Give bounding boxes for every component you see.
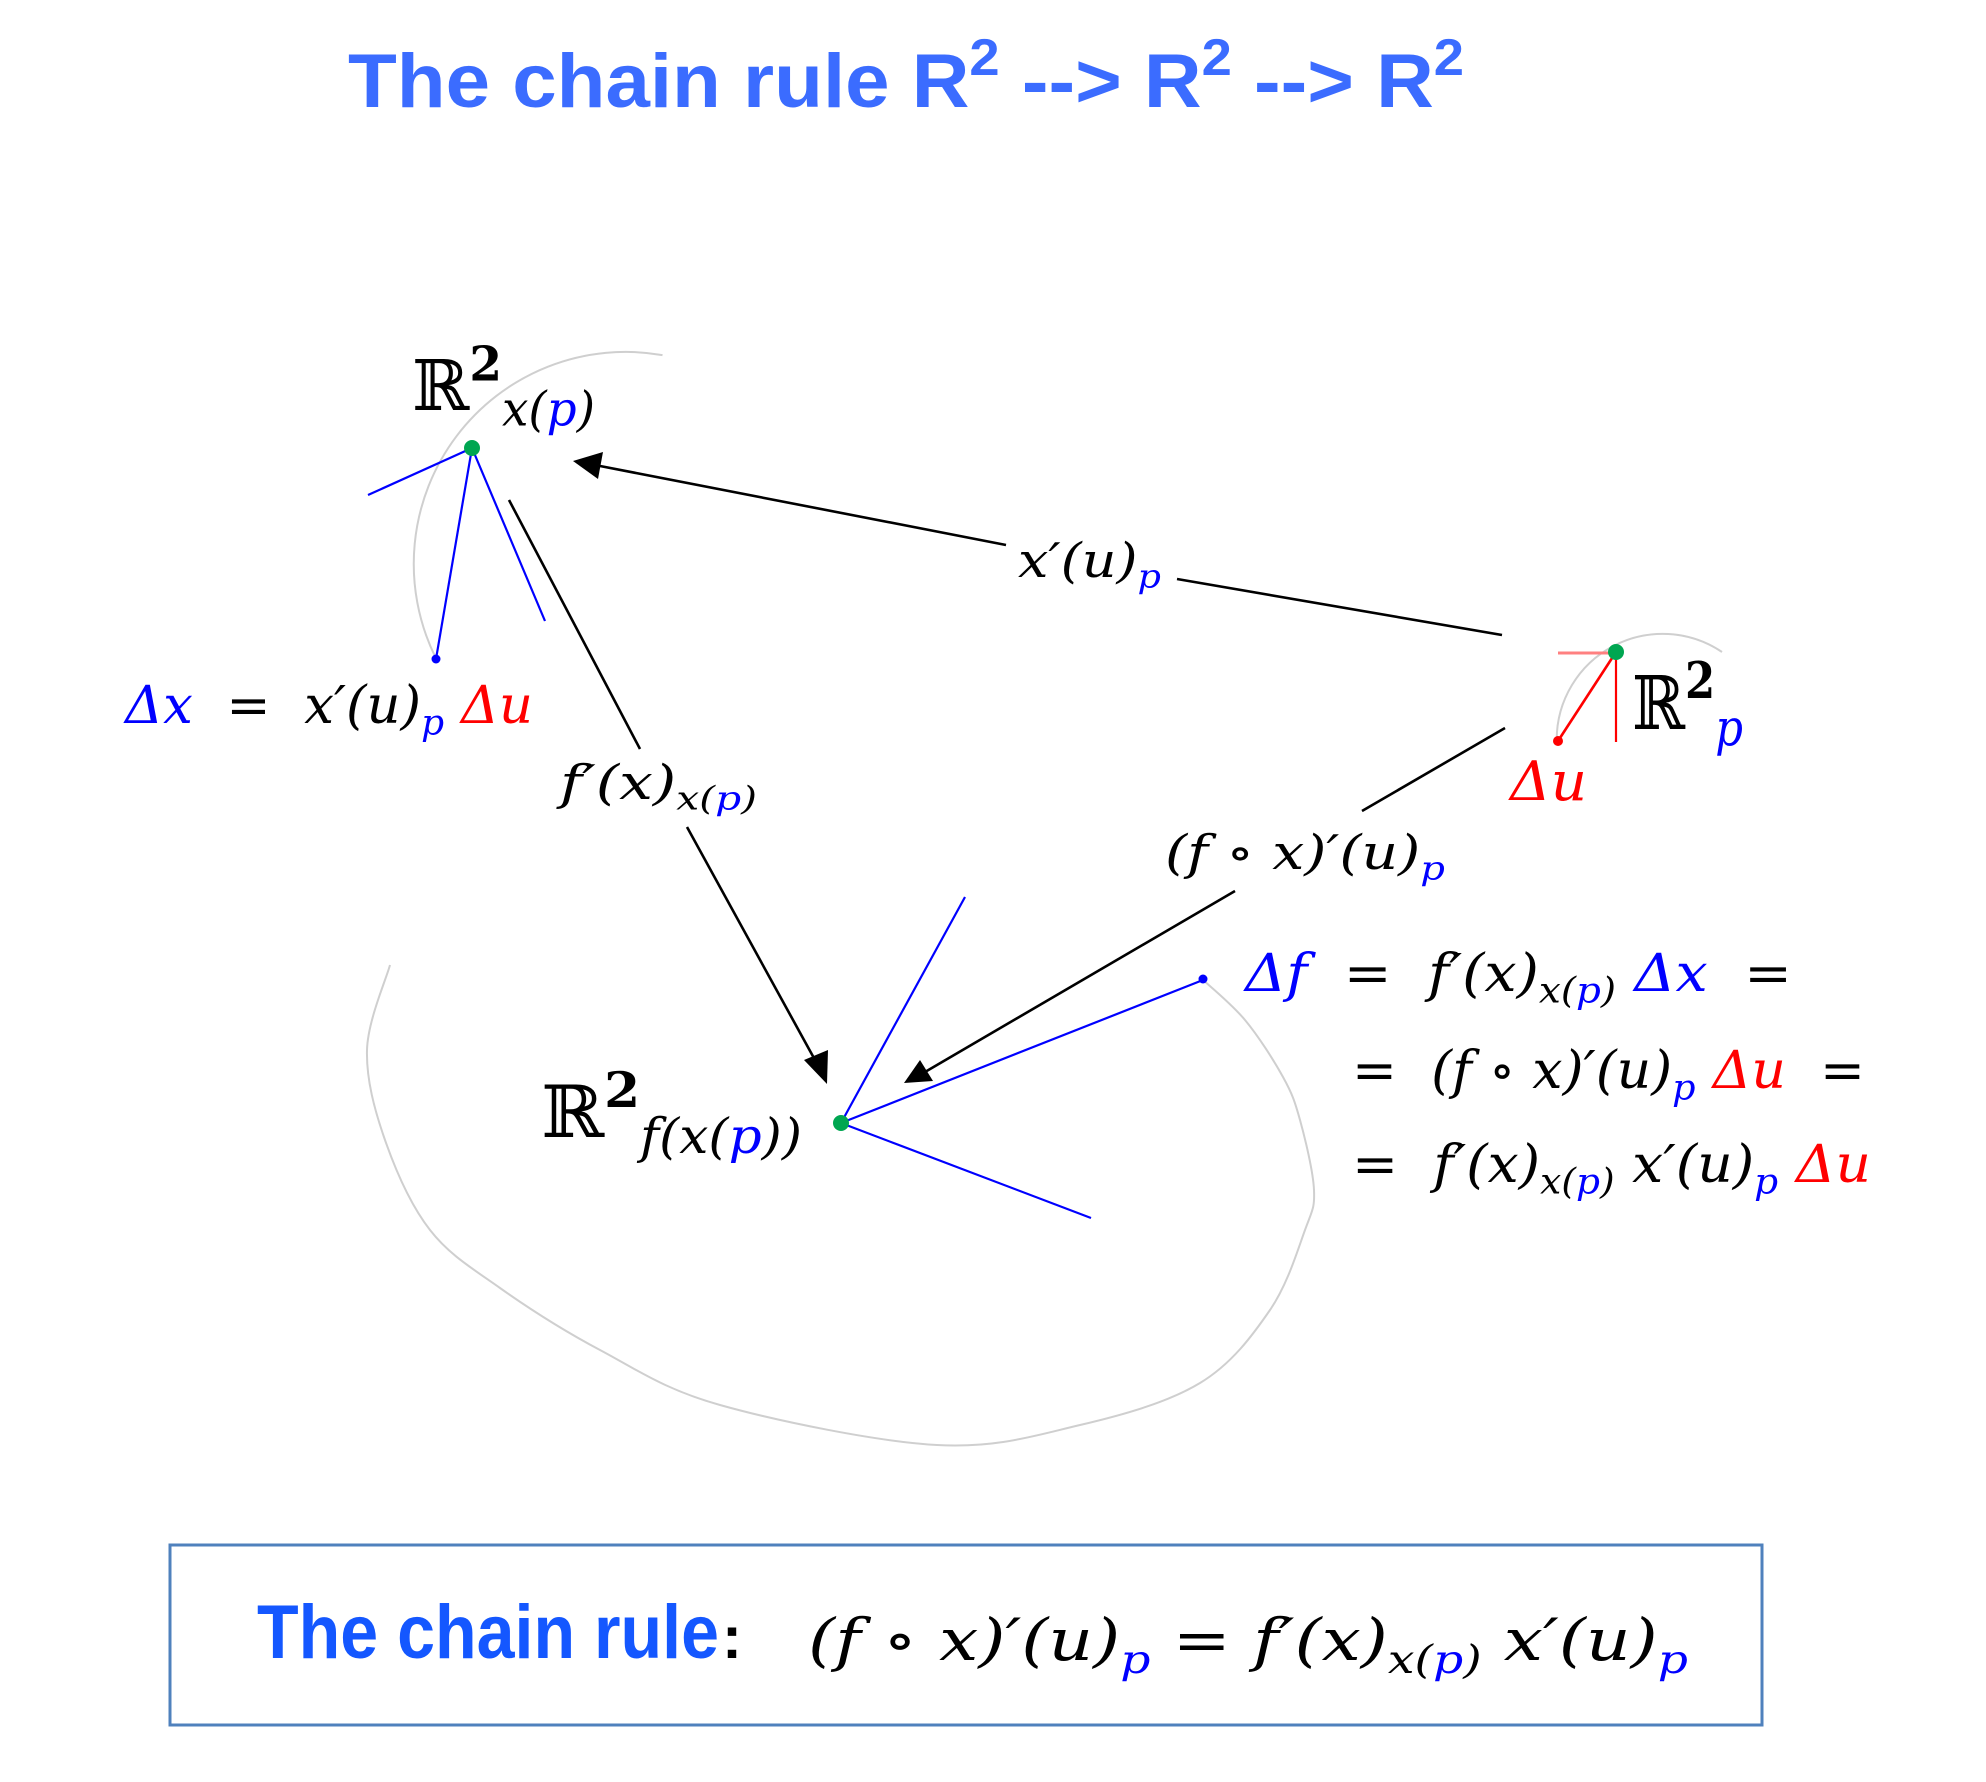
label-f-derivative-part: f′(x) [556, 755, 676, 811]
label-f-derivative-part: x( [676, 780, 716, 818]
tangent-vector-middle-2 [470, 447, 547, 622]
arrow-f-derivative-shaft [685, 826, 817, 1061]
delta-f-equation-row-2-part: = (f ∘ x)′(u) [1352, 1041, 1672, 1101]
delta-f-equation-row-1-part: = f′(x) [1307, 944, 1538, 1004]
delta-x-equation-part: p [421, 702, 444, 743]
delta-x-vector [434, 447, 474, 660]
delta-f-equation-row-1: Δf = f′(x)x(p) Δx = [1243, 944, 1792, 1011]
arrow-x-derivative-tail [1176, 577, 1503, 637]
delta-f-equation-row-1-part: p [1576, 970, 1601, 1011]
space-label-target-part: ℝ [541, 1070, 605, 1154]
delta-x-endpoint [431, 654, 441, 664]
space-label-middle-part: ) [576, 382, 595, 437]
space-label-target-part: )) [761, 1108, 802, 1165]
chain-rule-colon: : [722, 1604, 742, 1671]
delta-f-equation-row-2-part: Δu [1696, 1041, 1786, 1101]
delta-x-equation-part: Δx [123, 676, 193, 736]
delta-f-equation-row-3-part: x′(u) [1615, 1135, 1755, 1195]
space-label-domain-part: ℝ [1632, 661, 1685, 747]
space-label-domain-part: 2 [1685, 651, 1715, 710]
arrow-f-derivative-head [804, 1050, 828, 1084]
chain-rule-formula: (f ∘ x)′(u)p = f′(x)x(p) x′(u)p [808, 1606, 1688, 1683]
delta-x-equation: Δx = x′(u)p Δu [123, 676, 533, 743]
space-label-middle-part: 2 [469, 337, 502, 393]
delta-f-equation-row-3-part: p [1754, 1161, 1778, 1202]
chain-rule-formula-part: x( [1388, 1637, 1435, 1683]
space-label-domain-part: p [1715, 698, 1743, 757]
delta-f-equation-row-2-part: = [1786, 1041, 1865, 1101]
chain-rule-formula-part: (f ∘ x)′(u) [808, 1606, 1120, 1674]
delta-f-equation-row-2: = (f ∘ x)′(u)p Δu = [1352, 1041, 1865, 1108]
delta-u-label: Δu [1508, 750, 1587, 813]
arrow-x-derivative-head [573, 452, 603, 479]
point-x-of-p [464, 440, 480, 456]
chain-rule-label: The chain rule [257, 1590, 719, 1675]
delta-f-equation-row-3-part: p [1576, 1161, 1600, 1202]
page-title-part: The chain rule R [348, 39, 969, 124]
chain-rule-formula-part: = f′(x) [1151, 1606, 1388, 1674]
page-title-part: --> R [1000, 39, 1202, 124]
arrow-f-derivative-tail [507, 499, 642, 750]
delta-u-endpoint [1553, 736, 1563, 746]
delta-f-equation-row-3-part: x( [1540, 1161, 1577, 1202]
label-x-derivative-part: p [1138, 558, 1162, 596]
label-composite-derivative-part: p [1420, 850, 1445, 888]
delta-u-vector [1556, 651, 1618, 742]
space-label-middle-part: ℝ [412, 345, 470, 427]
arrow-x-derivative-shaft [599, 464, 1007, 547]
space-label-middle-part: p [547, 382, 577, 437]
space-label-target-part: 2 [604, 1061, 640, 1119]
delta-f-equation-row-1-part: x( [1539, 970, 1577, 1011]
label-f-derivative-part: p [715, 780, 741, 818]
space-label-target-part: p [729, 1108, 762, 1165]
arrow-composite-derivative-head [904, 1060, 933, 1083]
chain-rule-box [168, 1543, 1764, 1727]
label-composite-derivative: (f ∘ x)′(u)p [1165, 825, 1445, 888]
arrow-composite-derivative-shaft [924, 889, 1236, 1074]
space-label-target: ℝ2f(x(p)) [541, 1061, 802, 1165]
space-label-middle-part: x( [502, 382, 548, 437]
delta-f-equation-row-3-part: ) [1599, 1161, 1615, 1202]
delta-f-endpoint [1198, 974, 1208, 984]
delta-f-equation-row-1-part: ) [1600, 970, 1616, 1011]
point-f-of-x-of-p [833, 1115, 849, 1131]
delta-u-label-part: Δu [1508, 750, 1587, 813]
tangent-vector-target-2 [840, 1121, 1092, 1220]
neighbourhood-arc-target [365, 964, 1316, 1447]
chain-rule-formula-part: p [1120, 1637, 1150, 1683]
tangent-vector-middle-1 [367, 446, 473, 497]
label-x-derivative: x′(u)p [1018, 533, 1161, 596]
space-label-target-part: f(x( [636, 1108, 730, 1165]
delta-f-equation-row-3-part: Δu [1778, 1135, 1871, 1195]
delta-x-equation-part: = x′(u) [193, 676, 421, 736]
delta-f-equation-row-3-part: = f′(x) [1352, 1135, 1540, 1195]
delta-f-equation-row-3: = f′(x)x(p) x′(u)p Δu [1352, 1135, 1871, 1202]
tangent-vector-target-1 [840, 896, 966, 1124]
delta-f-equation-row-2-part: p [1672, 1067, 1695, 1108]
delta-f-vector [840, 978, 1204, 1125]
page-title-part: 2 [969, 28, 999, 86]
arrow-composite-derivative-tail [1361, 726, 1506, 813]
page-title-part: 2 [1434, 28, 1464, 86]
delta-f-equation-row-1-part: = [1708, 944, 1792, 1004]
delta-x-equation-part: Δu [444, 676, 533, 736]
chain-rule-formula-part: ) [1462, 1637, 1482, 1683]
neighbourhood-arc-middle [412, 350, 663, 658]
label-f-derivative-part: ) [740, 780, 757, 818]
chain-rule-formula-part: x′(u) [1482, 1606, 1658, 1674]
chain-rule-formula-part: p [1433, 1637, 1463, 1683]
label-f-derivative: f′(x)x(p) [556, 755, 757, 818]
label-x-derivative-part: x′(u) [1018, 533, 1138, 589]
delta-f-equation-row-1-part: Δx [1616, 944, 1708, 1004]
page-title-part: --> R [1232, 39, 1434, 124]
space-label-middle: ℝ2x(p) [412, 337, 595, 438]
label-composite-derivative-part: (f ∘ x)′(u) [1165, 825, 1420, 881]
page-title-part: 2 [1202, 28, 1232, 86]
delta-f-equation-row-1-part: Δf [1243, 944, 1316, 1004]
point-p [1608, 644, 1624, 660]
chain-rule-formula-part: p [1658, 1637, 1688, 1683]
